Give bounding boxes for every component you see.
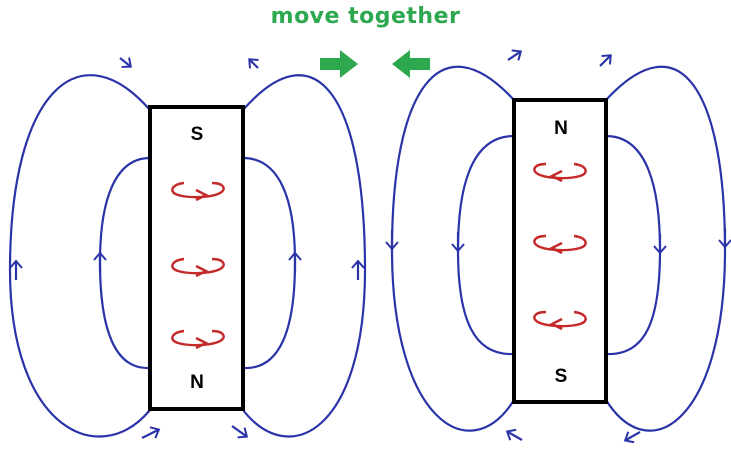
- right-field-arrows: [385, 49, 731, 444]
- left-spin-arrows: [171, 181, 225, 350]
- field-line: [98, 156, 151, 370]
- field-arrow-icon: [505, 428, 523, 441]
- spin-arrow-icon: [171, 181, 225, 202]
- field-line: [390, 65, 515, 432]
- field-arrow-icon: [623, 431, 641, 444]
- field-arrow-icon: [248, 58, 259, 69]
- field-line: [456, 134, 515, 356]
- spin-arrow-icon: [533, 310, 587, 331]
- field-line: [8, 74, 151, 438]
- right-spin-arrows: [533, 162, 587, 331]
- left-magnet-bottom-pole: N: [190, 372, 204, 393]
- right-magnet-top-pole: N: [554, 118, 568, 139]
- field-line: [242, 74, 367, 438]
- spin-arrow-icon: [533, 162, 587, 183]
- field-arrow-icon: [119, 57, 132, 68]
- field-arrow-icon: [599, 54, 612, 67]
- left-magnet: [148, 105, 245, 411]
- motion-arrow-left-icon: [392, 50, 430, 78]
- spin-arrow-icon: [171, 257, 225, 278]
- spin-arrow-icon: [171, 329, 225, 350]
- field-arrow-icon: [141, 426, 161, 439]
- field-line: [605, 65, 727, 432]
- left-magnet-top-pole: S: [190, 124, 204, 145]
- diagram-title: move together: [270, 4, 461, 29]
- spin-arrow-icon: [533, 234, 587, 255]
- right-magnet-bottom-pole: S: [554, 366, 568, 387]
- left-field-arrows: [9, 57, 365, 439]
- motion-arrow-right-icon: [320, 50, 358, 78]
- field-line: [242, 156, 297, 370]
- field-line: [605, 134, 662, 356]
- field-arrow-icon: [507, 49, 523, 61]
- field-arrow-icon: [231, 425, 249, 439]
